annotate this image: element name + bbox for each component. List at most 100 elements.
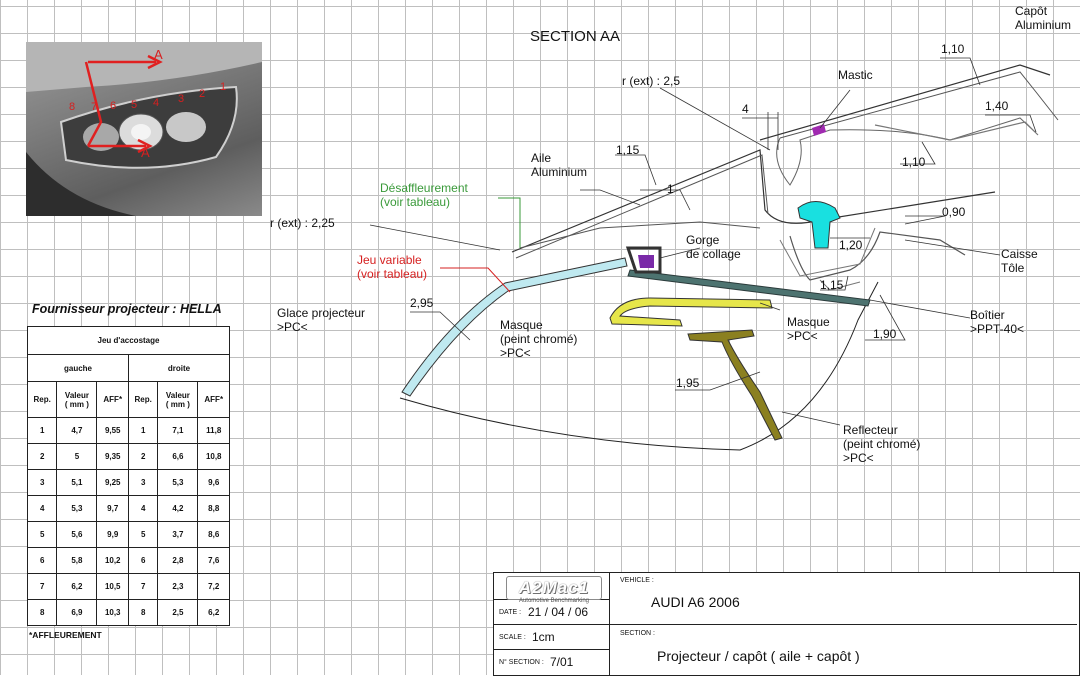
label-dim-140: 1,40 [985,99,1009,113]
table-cell: 5,1 [56,469,98,496]
table-cell: 2,5 [157,599,199,626]
table-header: Rep. [26,381,58,418]
table-cell: 2,3 [157,573,199,600]
scale-label: SCALE : [499,634,526,641]
table-header: Valeur ( mm ) [157,381,199,418]
date-value: 21 / 04 / 06 [528,605,589,619]
table-cell: 4 [127,495,159,522]
table-cell: 8,8 [197,495,230,522]
a2mac1-logo: A2Mac1 [506,576,602,600]
photo-point-4: 4 [153,97,160,109]
photo-point-7: 7 [91,101,98,113]
label-dim-090: 0,90 [942,205,966,219]
table-cell: 6,2 [56,573,98,600]
label-mastic: Mastic [838,68,873,82]
table-cell: 6 [26,547,58,574]
jeu-accostage-table: Jeu d'accostage gauche droite Rep. Valeu… [26,326,231,626]
clip [797,201,841,249]
headlamp-photo: A A 8 7 6 5 4 3 2 1 [26,42,262,216]
table-cell: 5,8 [56,547,98,574]
table-group-droite: droite [127,354,231,382]
table-cell: 9,55 [96,417,129,444]
table-cell: 4,7 [56,417,98,444]
table-cell: 5 [56,443,98,470]
table-cell: 9,25 [96,469,129,496]
label-aile: Aile Aluminium [531,151,588,179]
glace-projecteur [401,257,628,397]
divider [609,573,610,675]
label-dim-115-aile: 1,15 [616,143,640,157]
label-dim-1: 1 [667,182,674,196]
table-cell: 1 [26,417,58,444]
table-cell: 8 [127,599,159,626]
supplier-title: Fournisseur projecteur : HELLA [32,302,222,316]
table-cell: 2 [127,443,159,470]
photo-point-1: 1 [220,81,227,93]
logo-subtitle: Automotive Benchmarking [518,598,590,604]
table-footnote: *AFFLEUREMENT [29,630,102,640]
table-cell: 3,7 [157,521,199,548]
table-group-gauche: gauche [27,354,129,382]
label-gorge: Gorge de collage [686,233,741,261]
table-cell: 10,5 [96,573,129,600]
table-cell: 11,8 [197,417,230,444]
label-masque-left: Masque (peint chromé) >PC< [500,318,578,360]
table-cell: 5,3 [56,495,98,522]
section-marker-bottom: A [141,145,150,160]
section-title: SECTION AA [530,28,621,45]
label-jeu-variable: Jeu variable (voir tableau) [357,253,428,281]
table-cell: 2,8 [157,547,199,574]
label-dim-4: 4 [742,102,749,116]
gorge-de-collage [625,246,662,274]
section-name-value: Projecteur / capôt ( aile + capôt ) [657,648,860,664]
capot-panel [759,64,1051,141]
table-cell: 3 [26,469,58,496]
label-dim-110-top: 1,10 [941,42,965,56]
table-cell: 9,7 [96,495,129,522]
photo-point-6: 6 [110,100,117,112]
table-cell: 8 [26,599,58,626]
table-header: AFF* [96,381,129,418]
label-dim-190: 1,90 [873,327,897,341]
masque [609,297,773,327]
label-dim-195: 1,95 [676,376,700,390]
photo-point-5: 5 [131,99,138,111]
table-cell: 7 [127,573,159,600]
table-cell: 10,8 [197,443,230,470]
label-reflecteur: Reflecteur (peint chromé) >PC< [843,423,921,465]
label-glace: Glace projecteur >PC< [277,306,366,334]
table-cell: 6,2 [197,599,230,626]
table-cell: 7,2 [197,573,230,600]
table-header: Valeur ( mm ) [56,381,98,418]
boitier [627,269,871,307]
vehicle-value: AUDI A6 2006 [651,594,740,610]
label-r-ext-225: r (ext) : 2,25 [270,216,335,230]
label-caisse: Caisse Tôle [1001,247,1038,275]
table-header: Rep. [127,381,159,418]
label-dim-295: 2,95 [410,296,434,310]
table-cell: 9,6 [197,469,230,496]
label-dim-110-mid: 1,10 [902,155,926,169]
table-cell: 6,9 [56,599,98,626]
table-cell: 6,6 [157,443,199,470]
table-cell: 5 [127,521,159,548]
label-desaffleurement: Désaffleurement (voir tableau) [380,181,468,209]
table-title: Jeu d'accostage [27,326,230,355]
title-block: A2Mac1 Automotive Benchmarking DATE : 21… [493,572,1080,676]
vehicle-label: VEHICLE : [620,577,654,584]
section-number-label: N° SECTION : [499,659,544,666]
label-dim-115-low: 1,15 [820,278,844,292]
mastic [812,124,826,136]
table-cell: 5,3 [157,469,199,496]
table-cell: 6 [127,547,159,574]
table-cell: 8,6 [197,521,230,548]
table-cell: 4 [26,495,58,522]
divider [610,624,1077,625]
label-dim-120: 1,20 [839,238,863,252]
